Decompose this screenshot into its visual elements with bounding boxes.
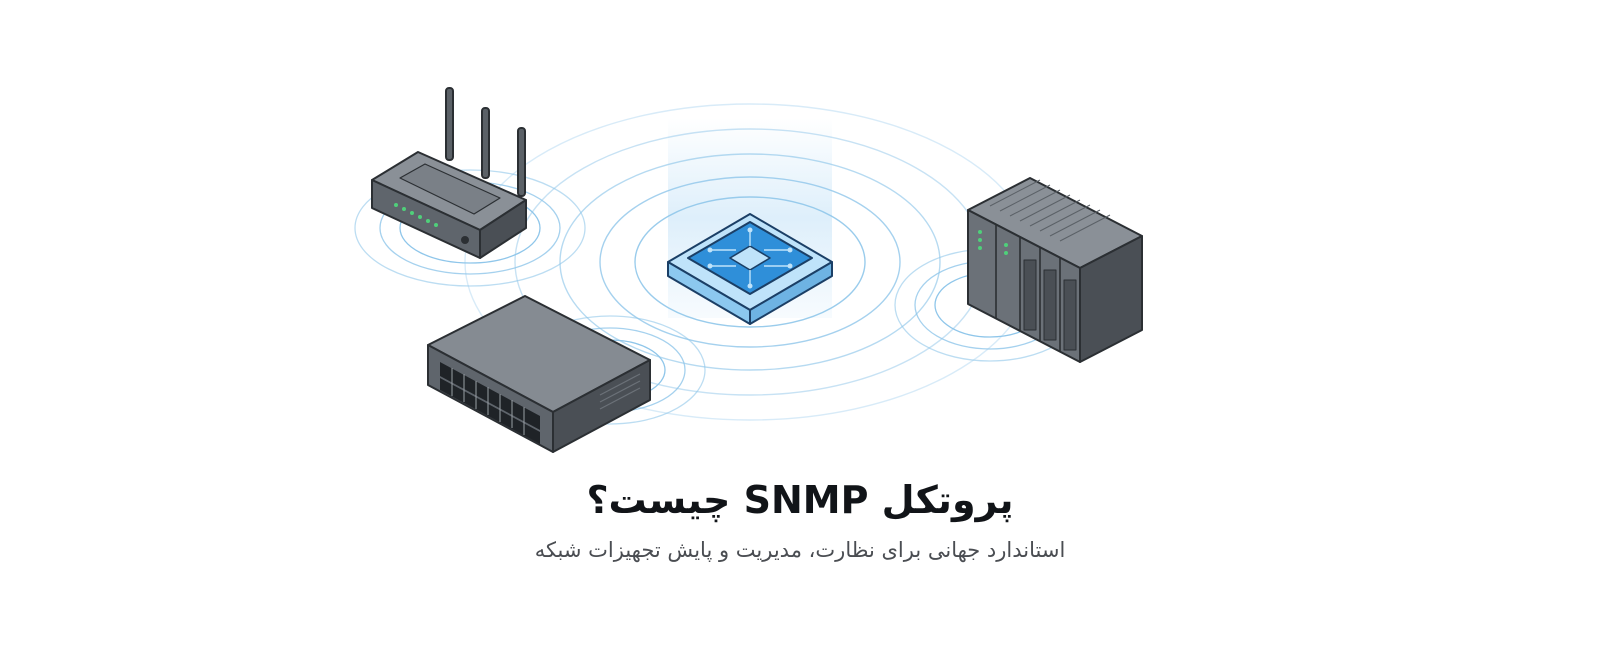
plc-server-rack-icon (967, 177, 1143, 363)
heading-block: پروتکل SNMP چیست؟ استاندارد جهانی برای ن… (0, 478, 1600, 564)
wireless-router-icon (371, 87, 527, 259)
page-title: پروتکل SNMP چیست؟ (586, 478, 1014, 522)
page-subtitle: استاندارد جهانی برای نظارت، مدیریت و پای… (534, 538, 1066, 562)
network-illustration (354, 87, 1143, 453)
snmp-agent-chip-icon (667, 213, 833, 325)
network-switch-icon (427, 295, 651, 453)
